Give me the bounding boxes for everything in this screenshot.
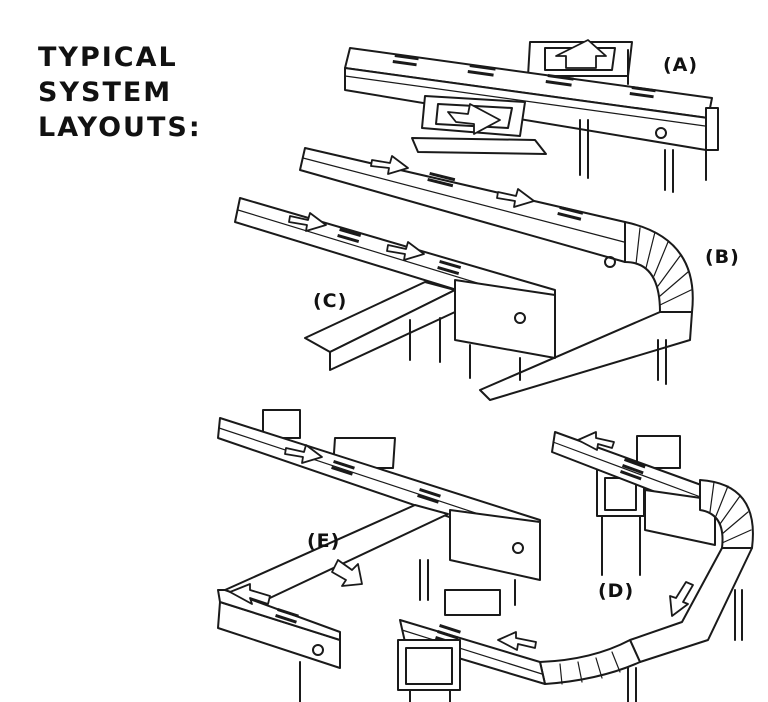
layout-c-conveyor — [234, 197, 556, 381]
label-d: (D) — [598, 580, 635, 602]
label-e: (E) — [307, 530, 341, 552]
layout-b-conveyor — [299, 147, 694, 401]
label-c: (C) — [313, 290, 348, 312]
title-line-3: LAYOUTS: — [38, 112, 202, 143]
layout-e-conveyor — [217, 409, 541, 702]
label-a: (A) — [663, 54, 699, 76]
label-b: (B) — [705, 246, 740, 268]
title-line-1: TYPICAL — [38, 42, 178, 73]
diagram-title: TYPICAL SYSTEM LAYOUTS: — [38, 40, 202, 145]
title-line-2: SYSTEM — [38, 77, 173, 108]
layout-a-conveyor — [344, 39, 719, 193]
layout-d-conveyor — [397, 431, 754, 702]
